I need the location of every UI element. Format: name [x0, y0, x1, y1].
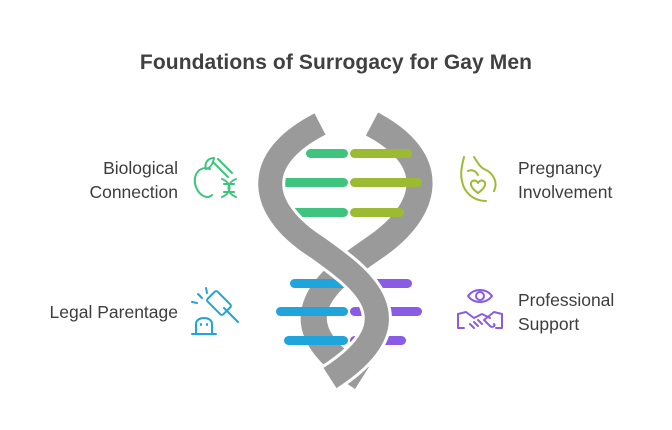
page-title: Foundations of Surrogacy for Gay Men	[139, 51, 533, 74]
rung-blue-1	[290, 279, 348, 288]
label-line: Biological	[103, 158, 178, 178]
label-line: Pregnancy	[518, 158, 602, 178]
rung-lime-3	[350, 208, 404, 217]
rung-blue-3	[284, 336, 348, 345]
pregnant-heart-icon	[454, 153, 502, 205]
label-line: Connection	[89, 182, 178, 202]
label-pregnancy-involvement: Pregnancy Involvement	[518, 156, 658, 204]
label-professional-support: Professional Support	[518, 288, 658, 336]
rung-green-1	[306, 149, 348, 158]
label-line: Legal Parentage	[49, 302, 178, 322]
rung-blue-2	[276, 307, 348, 316]
label-line: Professional	[518, 290, 615, 310]
backbone-strand-front-fill	[258, 113, 389, 389]
backbone-strand	[300, 112, 433, 389]
rung-lime-1	[350, 149, 412, 158]
label-line: Involvement	[518, 182, 613, 202]
label-line: Support	[518, 314, 580, 334]
label-biological-connection: Biological Connection	[40, 156, 178, 204]
gavel-icon	[188, 286, 244, 338]
apple-dna-icon	[188, 155, 244, 205]
eye-handshake-icon	[454, 284, 506, 336]
rung-green-2	[276, 178, 348, 187]
rungs-top	[276, 149, 422, 217]
rung-lime-2	[350, 178, 422, 187]
label-legal-parentage: Legal Parentage	[20, 300, 178, 324]
